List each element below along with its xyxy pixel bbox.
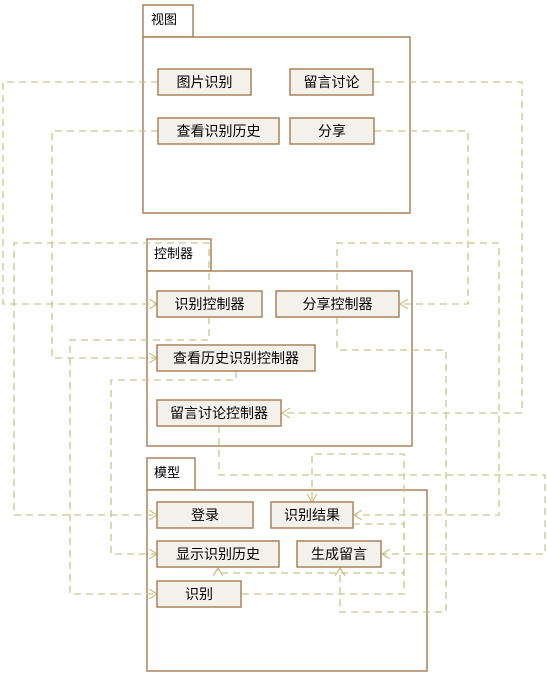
class-share-label: 分享 xyxy=(318,123,346,140)
connector-discussion-controller-to-create-message xyxy=(218,426,546,554)
class-view-history-label: 查看识别历史 xyxy=(177,124,261,140)
class-recognition-result-label: 识别结果 xyxy=(284,508,340,524)
connector-share-controller-to-create-message xyxy=(337,317,447,613)
class-show-history: 显示识别历史 xyxy=(156,540,280,568)
connector-recognition-controller-to-login xyxy=(13,242,210,515)
connector-recognize-to-result xyxy=(242,453,405,595)
class-image-recognition-label: 图片识别 xyxy=(177,75,233,91)
class-share-controller: 分享控制器 xyxy=(275,290,400,318)
connector-image-recognition-to-recognition-controller xyxy=(2,81,158,304)
class-history-controller-label: 查看历史识别控制器 xyxy=(173,351,299,367)
class-message-discussion-label: 留言讨论 xyxy=(304,75,360,91)
connector-share-to-share-controller xyxy=(374,130,469,304)
class-create-message: 生成留言 xyxy=(296,540,382,568)
class-recognize: 识别 xyxy=(156,580,242,608)
class-discussion-controller: 留言讨论控制器 xyxy=(156,399,282,427)
class-login-label: 登录 xyxy=(191,508,219,524)
class-share-controller-label: 分享控制器 xyxy=(303,296,373,313)
package-view: 视图 xyxy=(142,4,411,214)
package-controller-label: 控制器 xyxy=(154,247,193,262)
connector-discussion-to-discussion-controller xyxy=(282,81,523,413)
connector-result-to-show-history xyxy=(218,523,405,573)
class-create-message-label: 生成留言 xyxy=(311,547,367,563)
class-recognition-controller: 识别控制器 xyxy=(156,290,263,318)
connector-view-history-to-history-controller xyxy=(51,130,158,358)
class-recognize-label: 识别 xyxy=(185,587,213,603)
class-view-history: 查看识别历史 xyxy=(157,117,280,145)
class-show-history-label: 显示识别历史 xyxy=(176,547,260,563)
class-discussion-controller-label: 留言讨论控制器 xyxy=(170,406,268,422)
connectors xyxy=(2,81,546,613)
class-image-recognition: 图片识别 xyxy=(157,68,252,96)
class-login: 登录 xyxy=(156,501,254,529)
class-recognition-result: 识别结果 xyxy=(270,501,354,529)
class-message-discussion: 留言讨论 xyxy=(289,68,374,96)
connector-history-controller-to-show-history xyxy=(110,371,237,554)
package-model-label: 模型 xyxy=(154,466,180,481)
model-classes: 登录 识别结果 显示识别历史 生成留言 识别 xyxy=(156,501,382,608)
connector-recognition-controller-to-recognize xyxy=(69,317,210,594)
class-recognition-controller-label: 识别控制器 xyxy=(175,297,245,313)
connector-share-controller-to-result xyxy=(336,242,500,515)
view-classes: 图片识别 留言讨论 查看识别历史 分享 xyxy=(157,68,375,145)
class-history-controller: 查看历史识别控制器 xyxy=(156,344,316,372)
controller-classes: 识别控制器 分享控制器 查看历史识别控制器 留言讨论控制器 xyxy=(156,290,400,427)
package-view-label: 视图 xyxy=(151,13,177,28)
class-share: 分享 xyxy=(289,117,375,145)
